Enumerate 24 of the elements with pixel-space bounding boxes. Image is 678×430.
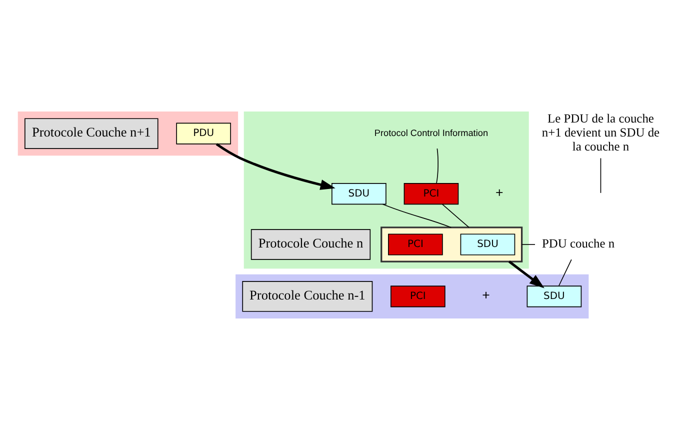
connector: [442, 204, 470, 228]
node-box: Protocole Couche n: [250, 229, 371, 260]
cluster: [244, 112, 529, 269]
label: +: [482, 288, 490, 303]
node-box: SDU: [332, 183, 386, 205]
connector: [436, 148, 438, 184]
node-box: PDU: [176, 122, 231, 144]
node-box: SDU: [526, 286, 582, 308]
connector: [600, 158, 602, 194]
node-text: Le PDU de la couche n+1 devient un SDU de la couche n: [542, 111, 660, 154]
arrow: [508, 260, 544, 288]
node-text: Protocol Control Information: [374, 128, 488, 138]
node-box: PCI: [388, 234, 443, 256]
connector: [382, 204, 452, 228]
connector: [521, 244, 536, 245]
label: +: [495, 184, 504, 200]
node-box: Protocole Couche n+1: [24, 118, 158, 149]
node-box: Protocole Couche n-1: [242, 281, 373, 312]
node-box: SDU: [460, 234, 516, 256]
node-text: PDU couche n: [542, 236, 615, 250]
node-box: PCI: [390, 286, 446, 308]
cluster: [18, 112, 238, 156]
cluster: [380, 226, 523, 262]
node-box: PCI: [404, 183, 459, 205]
